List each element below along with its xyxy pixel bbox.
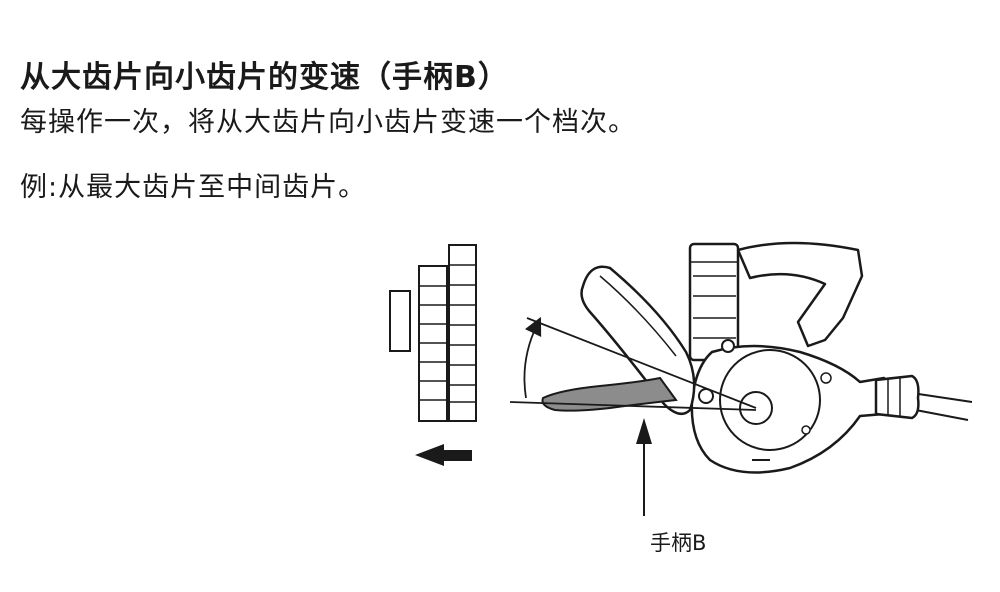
- screw-right: [820, 372, 832, 384]
- example-text: 例:从最大齿片至中间齿片。: [20, 172, 367, 203]
- sprocket-teeth: [419, 264, 476, 403]
- shifter-body: [580, 241, 973, 474]
- cassette-illustration: [389, 244, 477, 422]
- description-text: 每操作一次，将从大齿片向小齿片变速一个档次。: [20, 107, 636, 138]
- shift-direction-arrow-icon: [415, 444, 472, 466]
- screw-bottom: [801, 425, 811, 435]
- large-sprocket: [448, 244, 477, 422]
- screw-top: [721, 339, 735, 353]
- small-sprocket: [389, 290, 411, 352]
- angle-indicator: [509, 316, 757, 411]
- clamp-bracket: [736, 241, 864, 348]
- cable-adjuster: [874, 374, 920, 420]
- lever-b: [541, 376, 678, 412]
- angle-arc: [523, 316, 542, 399]
- page-title: 从大齿片向小齿片的变速（手柄B）: [20, 60, 509, 95]
- lever-b-label: 手柄B: [650, 531, 706, 555]
- lever-b-pointer: [636, 418, 652, 516]
- lever-a: [580, 265, 696, 416]
